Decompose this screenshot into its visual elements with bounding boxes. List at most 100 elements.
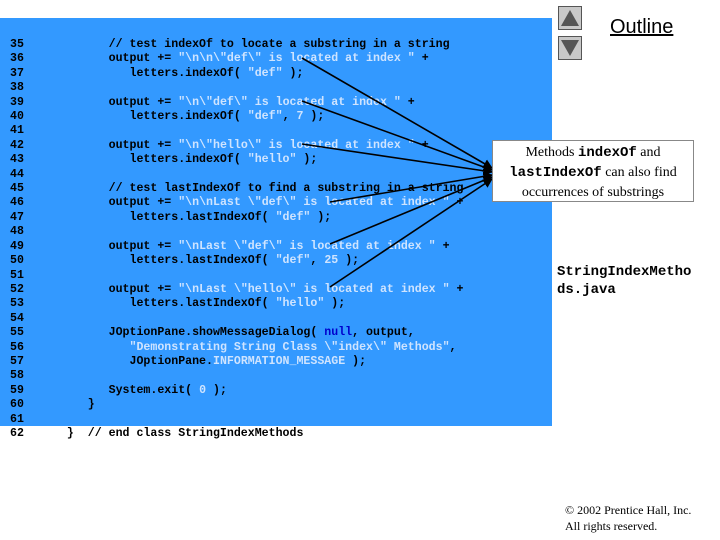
nav-up-button[interactable]	[558, 6, 582, 30]
code-token: "\n\"def\" is located at index "	[178, 95, 401, 109]
outline-link[interactable]: Outline	[610, 16, 674, 38]
code-token: "def"	[247, 66, 283, 80]
code-token: } // end class StringIndexMethods	[46, 426, 304, 440]
code-token: letters.lastIndexOf(	[46, 297, 276, 311]
code-token: letters.indexOf(	[46, 153, 248, 167]
code-token: output +=	[46, 239, 179, 253]
code-token: );	[338, 254, 360, 268]
code-token: +	[449, 196, 464, 210]
code-panel: 35 // test indexOf to locate a substring…	[0, 18, 552, 440]
code-line: 46 output += "\n\nLast \"def\" is locate…	[10, 196, 463, 209]
code-line: 54	[10, 312, 46, 325]
code-token: INFORMATION_MESSAGE	[212, 354, 346, 368]
line-number: 39	[10, 95, 24, 109]
code-token: // test lastIndexOf to find a substring …	[46, 182, 464, 196]
line-number: 60	[10, 398, 24, 412]
code-token: "def"	[247, 110, 283, 124]
line-number: 61	[10, 412, 24, 426]
code-token: letters.indexOf(	[46, 66, 248, 80]
line-number: 51	[10, 268, 24, 282]
code-line: 47 letters.lastIndexOf( "def" );	[10, 211, 331, 224]
code-line: 61	[10, 413, 46, 426]
code-token: 0	[199, 383, 207, 397]
nav-down-button[interactable]	[558, 36, 582, 60]
callout-box: Methods indexOf and lastIndexOf can also…	[492, 140, 694, 202]
code-token: );	[282, 66, 304, 80]
callout-text-pre: Methods	[525, 145, 578, 160]
code-token: "def"	[275, 254, 311, 268]
code-line: 41	[10, 124, 46, 137]
code-token: // test indexOf to locate a substring in…	[46, 38, 450, 51]
line-number: 46	[10, 196, 24, 210]
line-number: 49	[10, 239, 24, 253]
code-listing: 35 // test indexOf to locate a substring…	[10, 38, 463, 441]
line-number: 56	[10, 340, 24, 354]
callout-text-post: can also find occurrences of substrings	[521, 165, 677, 200]
code-line: 55 JOptionPane.showMessageDialog( null, …	[10, 326, 415, 339]
line-number: 45	[10, 182, 24, 196]
code-token: );	[310, 210, 332, 224]
code-token: output +=	[46, 138, 179, 152]
code-token: "\nLast \"hello\" is located at index "	[178, 282, 450, 296]
code-token: letters.indexOf(	[46, 110, 248, 124]
code-token: "hello"	[275, 297, 325, 311]
code-token: System.exit(	[46, 383, 200, 397]
code-token: );	[206, 383, 227, 397]
code-line: 37 letters.indexOf( "def" );	[10, 67, 303, 80]
code-token: "hello"	[247, 153, 297, 167]
code-token: +	[449, 282, 464, 296]
line-number: 44	[10, 167, 24, 181]
line-number: 48	[10, 225, 24, 239]
code-token: ,	[310, 254, 325, 268]
callout-text-mid: and	[636, 145, 661, 160]
code-token: +	[400, 95, 415, 109]
code-line: 62 } // end class StringIndexMethods	[10, 427, 303, 440]
code-token: JOptionPane.showMessageDialog(	[46, 326, 325, 340]
copyright-symbol: ©	[565, 503, 575, 517]
line-number: 40	[10, 110, 24, 124]
code-line: 36 output += "\n\n\"def\" is located at …	[10, 52, 429, 65]
code-line: 58	[10, 369, 46, 382]
code-token: );	[296, 153, 318, 167]
line-number: 57	[10, 354, 24, 368]
code-line: 49 output += "\nLast \"def\" is located …	[10, 240, 450, 253]
code-token: JOptionPane.	[46, 354, 213, 368]
callout-method-lastindexof: lastIndexOf	[509, 165, 602, 181]
callout-method-indexof: indexOf	[577, 145, 637, 161]
line-number: 37	[10, 66, 24, 80]
code-token	[46, 341, 130, 354]
code-token: output +=	[46, 52, 179, 66]
line-number: 43	[10, 153, 24, 167]
code-token: }	[46, 398, 95, 412]
code-line: 45 // test lastIndexOf to find a substri…	[10, 182, 463, 195]
code-token: 7	[296, 110, 304, 124]
code-line: 39 output += "\n\"def\" is located at in…	[10, 96, 415, 109]
line-number: 36	[10, 52, 24, 66]
code-token: "\n\"hello\" is located at index "	[178, 138, 415, 152]
line-number: 52	[10, 282, 24, 296]
code-token: letters.lastIndexOf(	[46, 210, 276, 224]
code-token: ,	[449, 340, 457, 354]
code-token: 25	[324, 254, 339, 268]
filename-line-1: StringIndexMetho	[557, 264, 692, 280]
line-number: 58	[10, 369, 24, 383]
line-number: 38	[10, 81, 24, 95]
code-token: );	[345, 354, 367, 368]
code-line: 43 letters.indexOf( "hello" );	[10, 153, 317, 166]
line-number: 42	[10, 138, 24, 152]
code-token: output +=	[46, 196, 179, 210]
code-token: );	[303, 110, 325, 124]
code-line: 40 letters.indexOf( "def", 7 );	[10, 110, 324, 123]
code-token: "\nLast \"def\" is located at index "	[178, 239, 436, 253]
code-line: 53 letters.lastIndexOf( "hello" );	[10, 297, 345, 310]
filename-line-2: ds.java	[557, 282, 616, 298]
code-line: 56 "Demonstrating String Class \"index\"…	[10, 341, 457, 354]
copyright-line-2: All rights reserved.	[565, 519, 658, 533]
code-token: letters.lastIndexOf(	[46, 254, 276, 268]
code-line: 50 letters.lastIndexOf( "def", 25 );	[10, 254, 359, 267]
code-token: "Demonstrating String Class \"index\" Me…	[129, 340, 450, 354]
code-token: +	[414, 138, 429, 152]
code-line: 38	[10, 81, 46, 94]
line-number: 59	[10, 383, 24, 397]
code-token: output +=	[46, 282, 179, 296]
